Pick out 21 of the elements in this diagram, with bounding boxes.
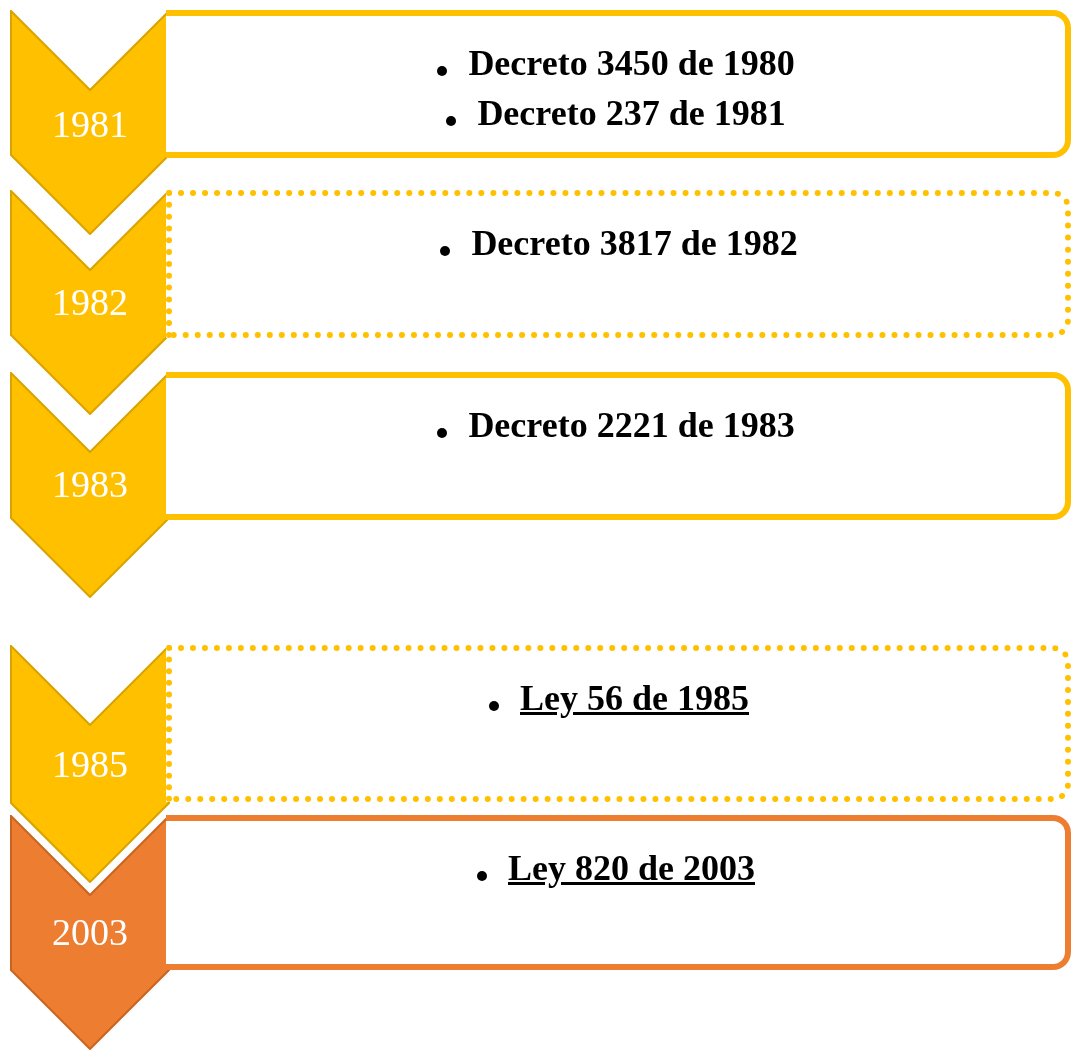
chevron-shape	[10, 645, 170, 883]
bullet-item: Decreto 3450 de 1980	[468, 42, 795, 85]
text-panel	[166, 10, 1071, 158]
chevron-shape	[10, 190, 170, 415]
text-panel	[166, 372, 1071, 520]
chevron-shape	[10, 372, 170, 598]
chevron-shape	[10, 815, 170, 1050]
year-label: 1985	[51, 742, 129, 786]
chevron-shape	[10, 10, 170, 235]
year-label: 1982	[51, 280, 129, 324]
bullet-item: Decreto 3817 de 1982	[471, 222, 798, 265]
year-label: 2003	[51, 910, 129, 954]
bullet-item: Decreto 237 de 1981	[477, 92, 786, 135]
bullet-item: Decreto 2221 de 1983	[468, 404, 795, 447]
bullet-item: Ley 56 de 1985	[520, 677, 749, 720]
bullet-item: Ley 820 de 2003	[508, 847, 755, 890]
text-panel	[166, 190, 1071, 338]
text-panel	[166, 815, 1071, 970]
year-label: 1981	[51, 102, 129, 146]
text-panel	[166, 645, 1071, 802]
year-label: 1983	[51, 462, 129, 506]
